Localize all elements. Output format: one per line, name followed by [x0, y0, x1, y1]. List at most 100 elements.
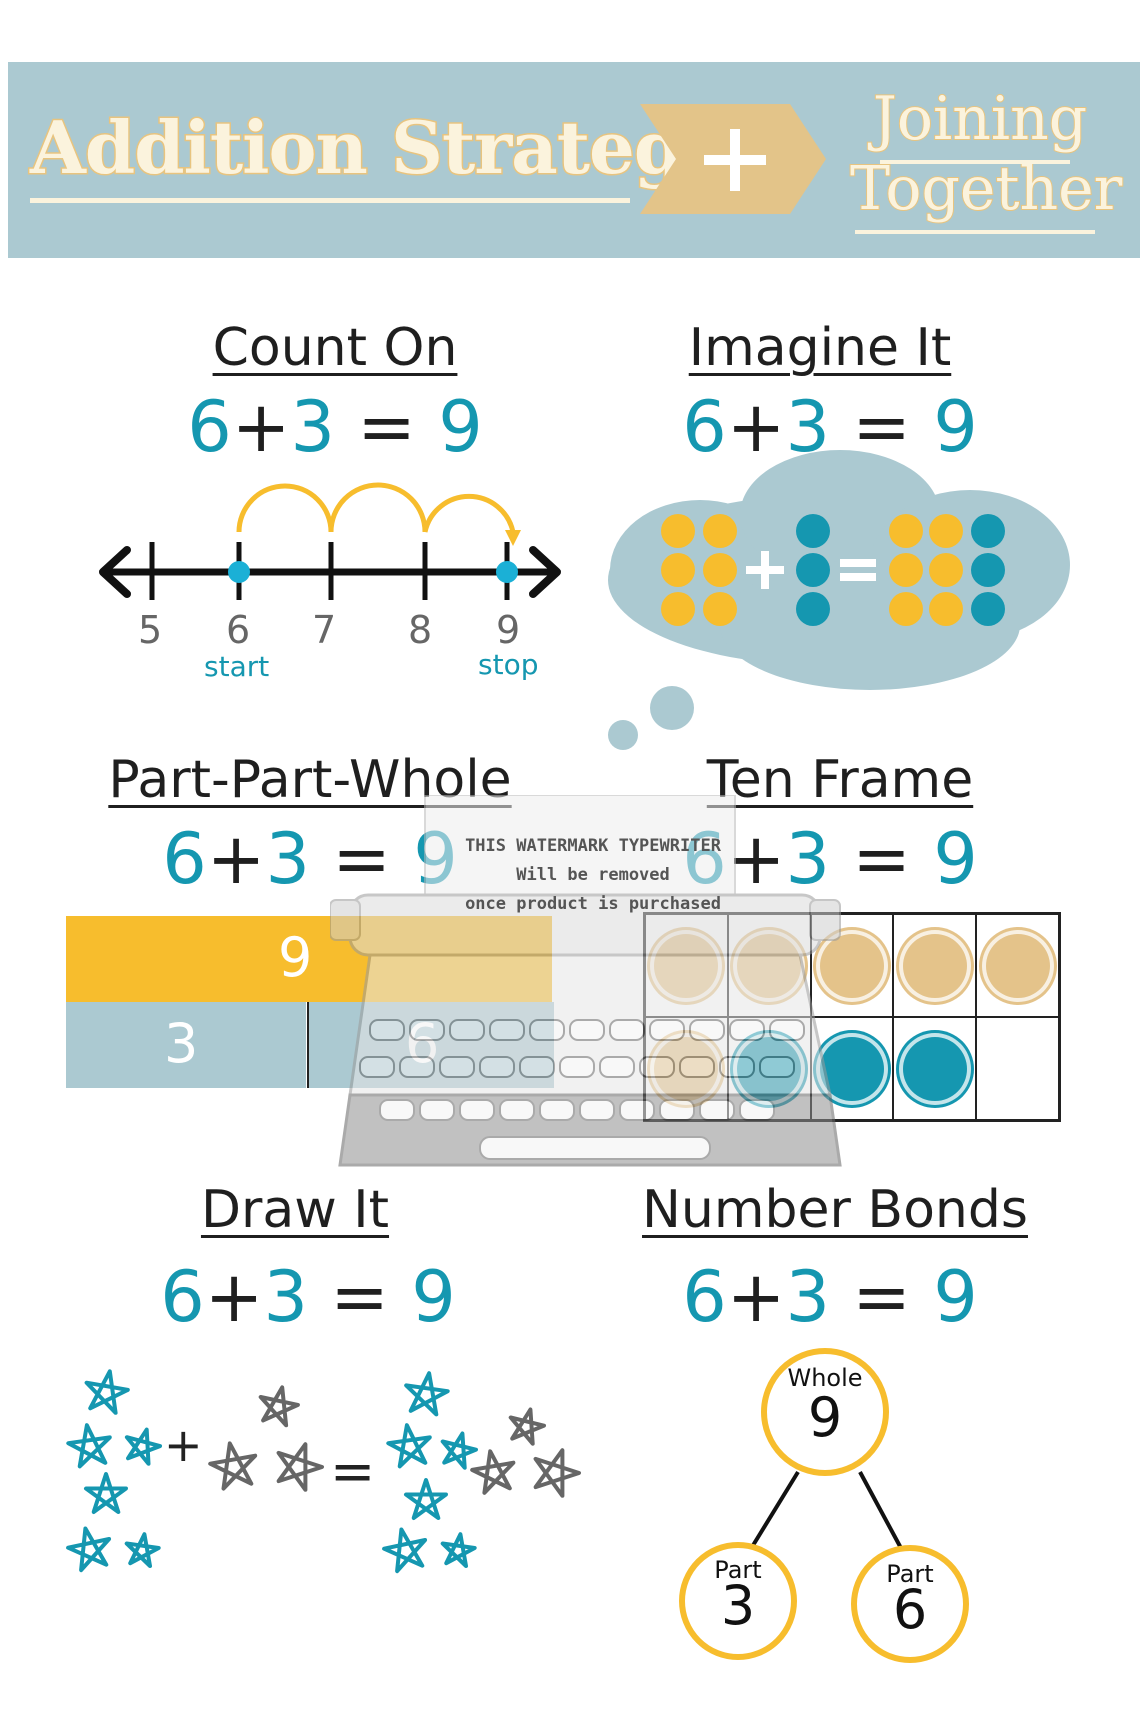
hop-arc-1 — [236, 483, 334, 533]
blue-star-icon — [66, 1526, 112, 1573]
eq-addend-b: 3 — [265, 818, 310, 900]
yellow-counter — [898, 929, 971, 1002]
hop-arc-2 — [328, 482, 428, 533]
gray-star-icon — [508, 1407, 546, 1446]
part-value-right: 6 — [892, 1578, 928, 1641]
banner-arrow-chevron — [640, 104, 826, 214]
subtitle-underline-2 — [855, 230, 1095, 234]
eq-sum: 9 — [933, 818, 978, 900]
thought-bubble-small — [608, 720, 638, 750]
yellow-counter — [981, 929, 1054, 1002]
ten-frame-cell — [976, 914, 1059, 1017]
eq-equals: = — [332, 818, 391, 900]
imagine-result-blue-dots — [971, 514, 1005, 626]
start-label: start — [204, 650, 270, 683]
eq-sum: 9 — [933, 386, 978, 468]
imagine-it-heading: Imagine It — [688, 318, 952, 378]
eq-addend-a: 6 — [682, 386, 727, 468]
start-dot — [228, 561, 250, 583]
hop-arc-3 — [422, 493, 516, 533]
ppw-part-a-bar: 3 — [66, 1002, 306, 1088]
draw-it-stars — [66, 1369, 581, 1574]
eq-equals: = — [330, 1256, 389, 1338]
blue-star-icon — [440, 1532, 477, 1568]
thought-bubble-large — [650, 686, 694, 730]
part-circle-right — [851, 1545, 969, 1663]
eq-sum: 9 — [438, 386, 483, 468]
ten-frame-cell — [810, 914, 894, 1017]
imagine-plus-sign — [746, 551, 784, 589]
part-label-right: Part — [886, 1560, 934, 1588]
eq-plus: + — [726, 818, 786, 900]
blue-star-icon — [84, 1472, 128, 1514]
right-arrow-icon — [529, 546, 561, 598]
eq-plus: + — [726, 386, 786, 468]
blue-star-icon — [440, 1431, 478, 1470]
imagine-blue-dots — [796, 514, 830, 626]
whole-value: 9 — [807, 1386, 843, 1449]
banner-title-underline — [30, 198, 630, 203]
typewriter-watermark — [330, 795, 842, 1167]
eq-addend-b: 3 — [785, 1256, 830, 1338]
tick-label-6: 6 — [226, 608, 251, 652]
ppw-whole-value: 9 — [278, 926, 313, 989]
gray-star-icon — [258, 1385, 300, 1428]
imagine-yellow-dots — [661, 514, 737, 626]
gray-star-icon — [470, 1449, 516, 1495]
whole-circle — [761, 1348, 889, 1476]
eq-addend-a: 6 — [160, 1256, 205, 1338]
whole-label: Whole — [787, 1364, 863, 1392]
watermark-line3: once product is purchased — [465, 894, 721, 914]
banner-subtitle-line1: Joining — [872, 83, 1088, 155]
tick-label-8: 8 — [408, 608, 433, 652]
eq-plus: + — [204, 1256, 264, 1338]
bond-line-left — [750, 1470, 800, 1549]
blue-star-icon — [124, 1532, 161, 1568]
eq-plus: + — [231, 386, 291, 468]
blue-star-icon — [404, 1478, 448, 1520]
left-arrow-icon — [99, 546, 131, 598]
watermark-line1: THIS WATERMARK TYPEWRITER — [465, 836, 721, 856]
blue-star-icon — [66, 1423, 112, 1469]
blue-star-icon — [404, 1371, 450, 1417]
ten-frame-heading: Ten Frame — [706, 750, 974, 810]
watermark-line2: Will be removed — [516, 865, 670, 885]
ppw-part-a-value: 3 — [164, 1012, 199, 1075]
eq-equals: = — [852, 818, 911, 900]
imagine-equals-sign — [840, 559, 876, 581]
imagine-result-yellow-dots — [889, 514, 963, 626]
eq-sum: 9 — [411, 1256, 456, 1338]
banner-subtitle-line2: Together — [849, 153, 1123, 225]
yellow-counter — [815, 929, 888, 1002]
bond-line-right — [858, 1471, 904, 1551]
eq-addend-b: 3 — [785, 818, 830, 900]
watermark-text: THIS WATERMARK TYPEWRITER Will be remove… — [418, 832, 768, 919]
stop-label: stop — [478, 648, 539, 681]
blue-star-icon — [386, 1423, 432, 1469]
eq-equals: = — [357, 386, 416, 468]
gray-star-icon — [208, 1441, 258, 1491]
gray-star-icon — [276, 1442, 324, 1492]
blue-star-icon — [382, 1527, 428, 1574]
draw-it-plus: + — [164, 1418, 203, 1472]
number-bonds-heading: Number Bonds — [642, 1180, 1028, 1240]
count-on-heading: Count On — [212, 318, 458, 378]
blue-counter — [898, 1032, 971, 1105]
banner-subtitle: Joining Together — [849, 83, 1123, 225]
number-bond-diagram — [679, 1348, 969, 1663]
ten-frame-cell — [976, 1017, 1059, 1120]
ten-frame-cell — [893, 914, 977, 1017]
part-label-left: Part — [714, 1556, 762, 1584]
thought-cloud — [608, 450, 1070, 750]
eq-addend-a: 6 — [682, 1256, 727, 1338]
subtitle-underline-1 — [880, 160, 1070, 164]
tick-label-9: 9 — [496, 608, 521, 652]
draw-it-heading: Draw It — [200, 1180, 390, 1240]
eq-addend-b: 3 — [263, 1256, 308, 1338]
eq-plus: + — [206, 818, 266, 900]
blue-star-icon — [124, 1427, 162, 1466]
part-circle-left — [679, 1542, 797, 1660]
eq-sum: 9 — [933, 1256, 978, 1338]
eq-equals: = — [852, 1256, 911, 1338]
eq-addend-b: 3 — [290, 386, 335, 468]
